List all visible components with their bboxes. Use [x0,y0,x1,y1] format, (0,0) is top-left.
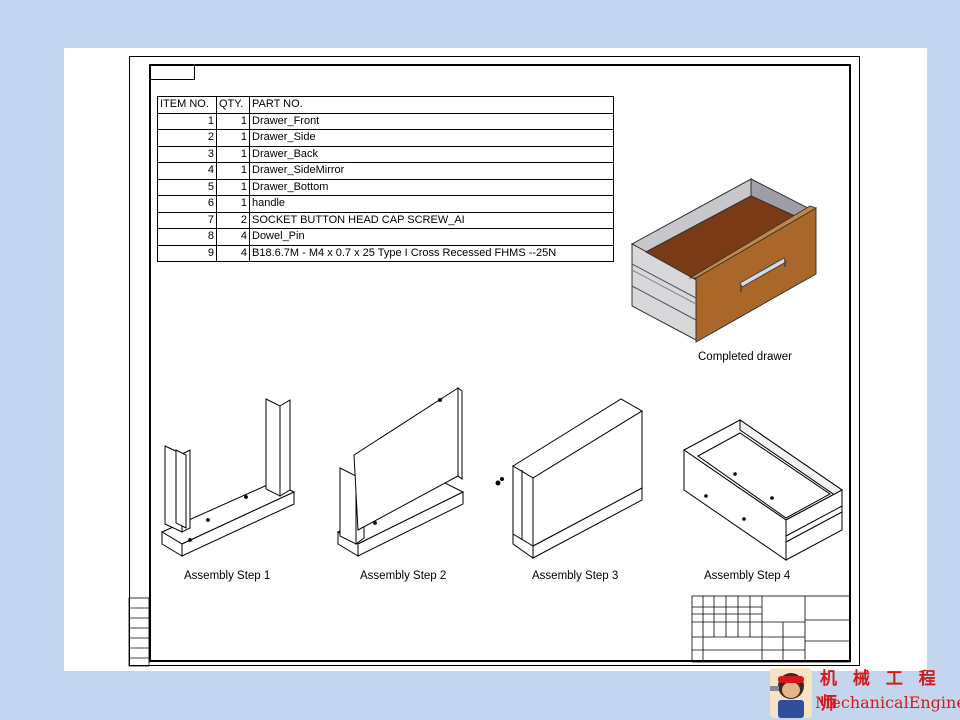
assembly-step-2-illustration [336,387,465,557]
caption-assembly-step-1: Assembly Step 1 [184,570,271,582]
completed-drawer-illustration [630,178,817,343]
bom-part-number: Drawer_Front [249,112,614,130]
title-block [691,595,851,663]
bom-part-number: SOCKET BUTTON HEAD CAP SCREW_AI [249,211,614,229]
bom-part-number: B18.6.7M - M4 x 0.7 x 25 Type I Cross Re… [249,244,614,262]
caption-assembly-step-2: Assembly Step 2 [360,570,447,582]
revision-corner-tab [149,64,195,80]
sheet-inner-border [149,64,851,662]
logo-chinese-text: 机 械 工 程 师 [820,669,941,714]
logo-english-text: MechanicalEngineers [815,693,960,712]
caption-completed-drawer: Completed drawer [698,351,792,363]
caption-assembly-step-3: Assembly Step 3 [532,570,619,582]
assembly-step-1-illustration [160,398,296,557]
sheet-outer-border [129,56,860,666]
bom-header-item: ITEM NO. [157,96,217,114]
assembly-step-3-illustration [495,398,644,559]
bom-header-qty: QTY. [216,96,250,114]
engineer-mascot-logo [770,668,812,718]
caption-assembly-step-4: Assembly Step 4 [704,570,791,582]
left-title-strip [128,597,150,667]
assembly-step-4-illustration [683,419,843,561]
